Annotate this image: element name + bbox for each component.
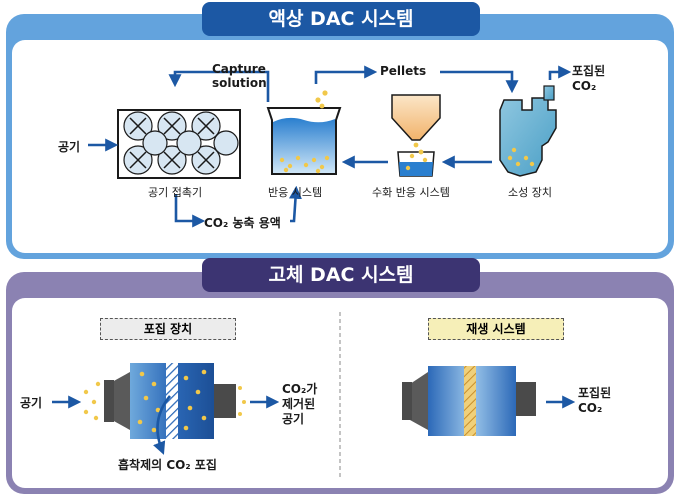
solid-dac-title: 고체 DAC 시스템 xyxy=(202,258,480,292)
reaction-tank xyxy=(266,90,342,175)
air-label: 공기 xyxy=(58,140,81,154)
co2-solution-label: CO₂ 농축 용액 xyxy=(204,216,281,230)
hydration-unit xyxy=(391,94,441,177)
solid-air-label: 공기 xyxy=(20,396,43,410)
capture-unit-label: 포집 장치 xyxy=(100,318,236,340)
captured-co2-label: 포집된 CO₂ xyxy=(572,64,606,93)
reaction-system-label: 반응 시스템 xyxy=(268,186,323,199)
adsorbent-capture-label: 흡착제의 CO₂ 포집 xyxy=(118,458,217,472)
hydration-system-label: 수화 반응 시스템 xyxy=(372,186,450,199)
air-contactor-label: 공기 접촉기 xyxy=(148,186,203,199)
solid-captured-co2-label: 포집된 CO₂ xyxy=(578,386,612,415)
regeneration-unit-drawing xyxy=(402,366,536,436)
co2-removed-air-label: CO₂가 제거된 공기 xyxy=(282,382,318,426)
liquid-dac-title: 액상 DAC 시스템 xyxy=(202,2,480,36)
calcination-label: 소성 장치 xyxy=(508,186,552,199)
regeneration-system-label: 재생 시스템 xyxy=(428,318,564,340)
air-contactor xyxy=(117,109,241,179)
capture-unit-drawing xyxy=(83,363,246,439)
pellets-label: Pellets xyxy=(380,64,427,78)
capture-solution-label: Capture solution xyxy=(212,62,267,90)
calciner xyxy=(499,85,557,177)
